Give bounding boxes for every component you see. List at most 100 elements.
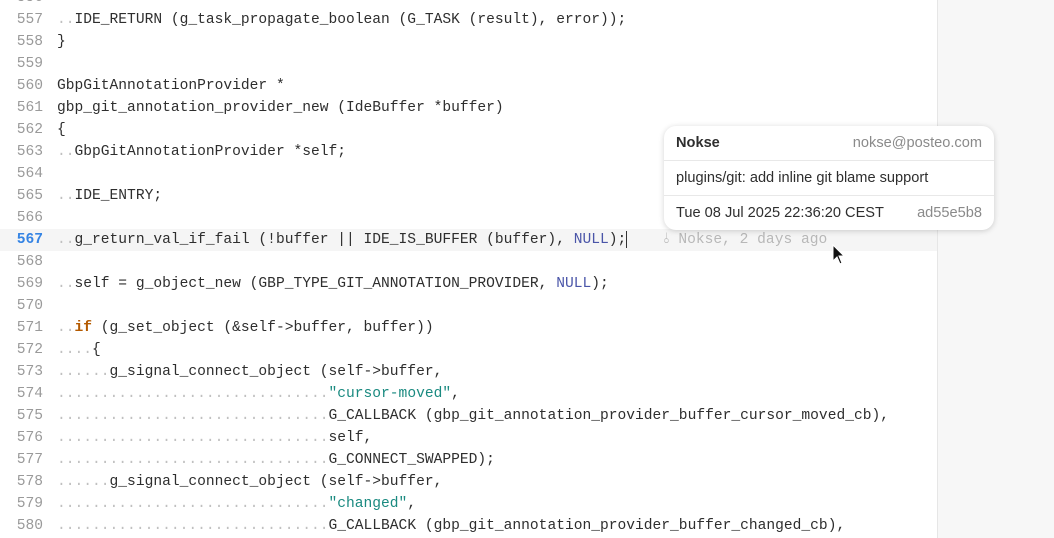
code-line[interactable]: 579..............................."chang… — [0, 493, 937, 515]
token: GbpGitAnnotationProvider * — [57, 78, 285, 94]
token: self = g_object_new (GBP_TYPE_GIT_ANNOTA… — [74, 276, 557, 292]
code-line[interactable]: 558} — [0, 31, 937, 53]
line-number[interactable]: 560 — [16, 78, 43, 94]
token: (g_set_object (&self->buffer, buffer)) — [92, 320, 434, 336]
code-line[interactable]: 556 — [0, 0, 937, 9]
token-str: "cursor-moved" — [328, 386, 452, 402]
whitespace-marker: .. — [57, 320, 75, 336]
token: G_CALLBACK (gbp_git_annotation_provider_… — [328, 408, 890, 424]
line-number[interactable]: 570 — [16, 298, 43, 314]
line-number[interactable]: 566 — [16, 210, 43, 226]
line-number[interactable]: 562 — [16, 122, 43, 138]
line-number[interactable]: 559 — [16, 56, 43, 72]
token: { — [57, 122, 66, 138]
code-line[interactable]: 576 ...............................self, — [0, 427, 937, 449]
popover-date-row: Tue 08 Jul 2025 22:36:20 CEST ad55e5b8 — [664, 195, 994, 230]
code-line[interactable]: 571..if (g_set_object (&self->buffer, bu… — [0, 317, 937, 339]
git-blame-popover: Nokse nokse@posteo.com plugins/git: add … — [664, 126, 994, 230]
token: IDE_RETURN (g_task_propagate_boolean (G_… — [74, 12, 627, 28]
code-text: ..IDE_ENTRY; — [57, 185, 162, 207]
code-line[interactable]: 559 — [0, 53, 937, 75]
line-number[interactable]: 565 — [16, 188, 43, 204]
whitespace-marker: .... — [57, 342, 93, 358]
line-number[interactable]: 557 — [16, 12, 43, 28]
code-line[interactable]: 557..IDE_RETURN (g_task_propagate_boolea… — [0, 9, 937, 31]
code-line[interactable]: 564 — [0, 163, 937, 185]
code-text: } — [57, 31, 66, 53]
line-number[interactable]: 558 — [16, 34, 43, 50]
code-line[interactable]: 570 — [0, 295, 937, 317]
commit-email[interactable]: nokse@posteo.com — [852, 135, 982, 151]
line-number[interactable]: 572 — [16, 342, 43, 358]
code-line[interactable]: 574 ..............................."curso… — [0, 383, 937, 405]
token: ); — [591, 276, 609, 292]
commit-date: Tue 08 Jul 2025 22:36:20 CEST — [676, 205, 884, 221]
token: { — [92, 342, 101, 358]
code-text: ...............................G_CALLBAC… — [57, 405, 889, 427]
code-text: ..self = g_object_new (GBP_TYPE_GIT_ANNO… — [57, 273, 609, 295]
line-number[interactable]: 564 — [16, 166, 43, 182]
whitespace-marker: .. — [57, 232, 75, 248]
line-number[interactable]: 579 — [16, 496, 43, 512]
line-number[interactable]: 571 — [16, 320, 43, 336]
line-number[interactable]: 574 — [16, 386, 43, 402]
code-editor[interactable]: 556557..IDE_RETURN (g_task_propagate_boo… — [0, 0, 937, 538]
mouse-pointer-icon — [832, 244, 846, 265]
code-line[interactable]: 561 gbp_git_annotation_provider_new (IdeB… — [0, 97, 937, 119]
code-text: ..............................."cursor-m… — [57, 383, 460, 405]
code-text: ..IDE_RETURN (g_task_propagate_boolean (… — [57, 9, 626, 31]
code-line[interactable]: 563..GbpGitAnnotationProvider *self; — [0, 141, 937, 163]
code-line[interactable]: 577 ...............................G_CONN… — [0, 449, 937, 471]
line-number[interactable]: 568 — [16, 254, 43, 270]
popover-message-row: plugins/git: add inline git blame suppor… — [664, 160, 994, 195]
code-line[interactable]: 573......g_signal_connect_object (self->… — [0, 361, 937, 383]
token: ); — [608, 232, 627, 248]
line-number[interactable]: 563 — [16, 144, 43, 160]
code-line[interactable]: 572....{ — [0, 339, 937, 361]
code-line[interactable]: 568 — [0, 251, 937, 273]
code-line[interactable]: 580...............................G_CALL… — [0, 515, 937, 537]
line-number[interactable]: 556 — [0, 0, 43, 9]
token: g_signal_connect_object (self->buffer, — [109, 474, 443, 490]
whitespace-marker: ...... — [57, 474, 110, 490]
token-kw: if — [74, 320, 93, 336]
code-text: ....{ — [57, 339, 101, 361]
code-line[interactable]: 578......g_signal_connect_object (self->… — [0, 471, 937, 493]
line-number[interactable]: 569 — [16, 276, 43, 292]
token-const: NULL — [556, 276, 592, 292]
code-text: ...............................self, — [57, 427, 372, 449]
whitespace-marker: ............................... — [57, 518, 329, 534]
token: GbpGitAnnotationProvider *self; — [74, 144, 347, 160]
line-number[interactable]: 576 — [16, 430, 43, 446]
token: , — [407, 496, 417, 512]
whitespace-marker: ............................... — [57, 408, 329, 424]
code-text: gbp_git_annotation_provider_new (IdeBuff… — [57, 97, 504, 119]
line-number[interactable]: 577 — [16, 452, 43, 468]
line-number[interactable]: 575 — [16, 408, 43, 424]
code-line[interactable]: 567..g_return_val_if_fail (!buffer || ID… — [0, 229, 937, 251]
whitespace-marker: .. — [57, 144, 75, 160]
code-line[interactable]: 575...............................G_CALL… — [0, 405, 937, 427]
code-text: { — [57, 119, 66, 141]
commit-hash[interactable]: ad55e5b8 — [917, 205, 982, 221]
code-text: ...............................G_CONNECT… — [57, 449, 495, 471]
code-line[interactable]: 565 ..IDE_ENTRY; — [0, 185, 937, 207]
line-number[interactable]: 580 — [16, 518, 43, 534]
code-text: ..if (g_set_object (&self->buffer, buffe… — [57, 317, 434, 339]
inline-blame-annotation[interactable]: ⫰ Nokse, 2 days ago — [663, 232, 828, 248]
code-line[interactable]: 569 ..self = g_object_new (GBP_TYPE_GIT_A… — [0, 273, 937, 295]
line-number[interactable]: 561 — [16, 100, 43, 116]
line-number[interactable]: 567 — [16, 232, 43, 248]
line-number[interactable]: 578 — [16, 474, 43, 490]
token: gbp_git_annotation_provider_new (IdeBuff… — [57, 100, 504, 116]
whitespace-marker: .. — [57, 12, 75, 28]
token: g_return_val_if_fail (!buffer || IDE_IS_… — [74, 232, 574, 248]
whitespace-marker: ...... — [57, 364, 110, 380]
code-line[interactable]: 562 { — [0, 119, 937, 141]
code-line[interactable]: 566 — [0, 207, 937, 229]
whitespace-marker: ............................... — [57, 452, 329, 468]
line-number[interactable]: 573 — [16, 364, 43, 380]
token-str: "changed" — [328, 496, 408, 512]
popover-author-row: Nokse nokse@posteo.com — [664, 126, 994, 160]
code-line[interactable]: 560 GbpGitAnnotationProvider * — [0, 75, 937, 97]
